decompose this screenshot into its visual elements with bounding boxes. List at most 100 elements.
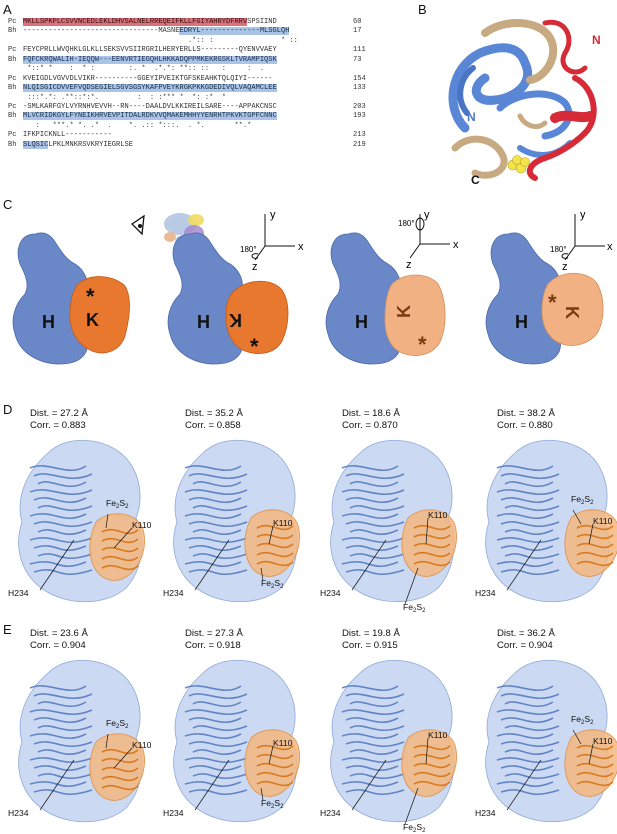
element-symbol: S bbox=[584, 714, 591, 724]
helix-ribbon bbox=[29, 733, 87, 739]
helix-ribbon bbox=[345, 521, 405, 527]
sequence-segment: MLVCRIDKGYLFYNEIKHRVEVPITDALRDKVVQMAKEMH… bbox=[23, 112, 277, 121]
alignment-line: : ***.* *. .* . *. .:: *:::. . *. **.* bbox=[8, 122, 380, 131]
helix-ribbon bbox=[29, 709, 93, 715]
helix-ribbon bbox=[37, 701, 87, 708]
schematic-2: H K * y x z 180° bbox=[167, 209, 304, 365]
k-label-4: K bbox=[562, 306, 582, 319]
helix-ribbon bbox=[29, 465, 87, 471]
h-label-4: H bbox=[515, 312, 528, 332]
k110-pointer bbox=[425, 517, 429, 545]
fe2s2-label: Fe2S2 bbox=[261, 578, 283, 590]
density-map-render bbox=[485, 659, 617, 823]
alignment-line: Bh--------------------------------MASNEE… bbox=[8, 27, 380, 36]
helix-ribbon bbox=[33, 789, 93, 796]
helix-ribbon bbox=[188, 789, 248, 796]
subscript: 2 bbox=[422, 608, 426, 614]
organism-label: Bh bbox=[8, 27, 17, 36]
orange-ribbon bbox=[101, 748, 139, 755]
orange-ribbon bbox=[256, 762, 294, 769]
helix-ribbon bbox=[345, 569, 405, 576]
orange-ribbon bbox=[256, 753, 294, 760]
subscript: 2 bbox=[116, 504, 120, 510]
helix-ribbon bbox=[349, 529, 399, 535]
helix-ribbon bbox=[188, 693, 248, 699]
orange-ribbon bbox=[413, 744, 451, 751]
helix-ribbon bbox=[349, 701, 399, 708]
axis-z-2: z bbox=[252, 261, 258, 273]
orange-ribbon bbox=[413, 771, 451, 778]
helix-ribbon bbox=[496, 537, 560, 544]
density-map-render bbox=[18, 659, 145, 823]
k110-pointer bbox=[588, 743, 594, 765]
element-symbol: Fe bbox=[106, 498, 117, 508]
organism-label: Pc bbox=[8, 102, 17, 111]
subscript: 2 bbox=[413, 608, 417, 614]
orange-ribbon bbox=[256, 533, 294, 540]
density-map-render bbox=[330, 659, 457, 825]
helix-ribbon bbox=[496, 685, 554, 691]
helix-ribbon bbox=[500, 521, 560, 527]
h234-pointer bbox=[506, 759, 542, 811]
correlation-value: Corr. = 0.858 bbox=[185, 420, 241, 431]
subscript: 2 bbox=[271, 804, 275, 810]
helix-ribbon bbox=[33, 765, 87, 771]
sequence-segment: NLQISGICDVVEFVQDSEGIELSGVSGSYKAFPVEYKRGK… bbox=[23, 84, 277, 93]
helix-ribbon bbox=[188, 765, 242, 771]
correlation-value: Corr. = 0.904 bbox=[497, 640, 553, 651]
panel-letter-a: A bbox=[3, 2, 12, 17]
correlation-value: Corr. = 0.904 bbox=[30, 640, 86, 651]
helix-ribbon bbox=[349, 481, 399, 488]
fe2s2-label: Fe2S2 bbox=[261, 798, 283, 810]
element-symbol: Fe bbox=[106, 718, 117, 728]
orange-ribbon bbox=[413, 560, 451, 567]
helix-ribbon bbox=[33, 717, 87, 723]
fe2s2-pointer bbox=[260, 787, 264, 801]
density-map-render bbox=[485, 439, 617, 603]
h234-pointer bbox=[39, 539, 75, 591]
helix-ribbon bbox=[500, 497, 554, 503]
helix-ribbon bbox=[29, 513, 87, 519]
residue-number: 203 bbox=[353, 102, 366, 111]
h234-pointer bbox=[194, 759, 230, 811]
element-symbol: Fe bbox=[403, 602, 414, 612]
orange-ribbon bbox=[413, 762, 451, 769]
helix-ribbon bbox=[500, 545, 554, 551]
k110-label: K110 bbox=[593, 516, 613, 526]
residue-number: 219 bbox=[353, 140, 366, 149]
helix-ribbon bbox=[37, 529, 87, 535]
sequence-segment: IFKPICKNLL----------- bbox=[23, 131, 112, 140]
helix-ribbon bbox=[504, 773, 560, 779]
helix-ribbon bbox=[345, 545, 399, 551]
asterisk-1: * bbox=[86, 284, 95, 309]
helix-ribbon bbox=[341, 561, 399, 568]
helix-ribbon bbox=[192, 505, 248, 511]
helix-ribbon bbox=[496, 709, 560, 715]
correlation-value: Corr. = 0.918 bbox=[185, 640, 241, 651]
correlation-value: Corr. = 0.915 bbox=[342, 640, 398, 651]
orange-ribbon bbox=[576, 560, 614, 567]
fe2s2-label: Fe2S2 bbox=[106, 718, 128, 730]
schematic-3: H K * y x z 180° bbox=[325, 209, 459, 365]
sequence-segment: EDRYL------------ bbox=[179, 27, 252, 36]
helix-ribbon bbox=[184, 685, 242, 691]
helix-ribbon bbox=[349, 553, 405, 559]
helix-ribbon bbox=[504, 749, 554, 755]
sequence-segment: : ***.* *. .* . *. .:: *:::. . *. **.* bbox=[23, 121, 252, 130]
helix-ribbon bbox=[496, 733, 554, 739]
k110-pointer bbox=[268, 745, 274, 765]
helix-ribbon bbox=[504, 725, 560, 731]
axis-y-4: y bbox=[580, 209, 586, 221]
helix-ribbon bbox=[349, 749, 399, 755]
subscript: 2 bbox=[271, 584, 275, 590]
helix-ribbon bbox=[192, 749, 242, 755]
helix-ribbon bbox=[184, 709, 248, 715]
h234-label: H234 bbox=[8, 588, 29, 598]
helix-ribbon bbox=[33, 497, 87, 503]
helix-ribbon bbox=[184, 465, 242, 471]
